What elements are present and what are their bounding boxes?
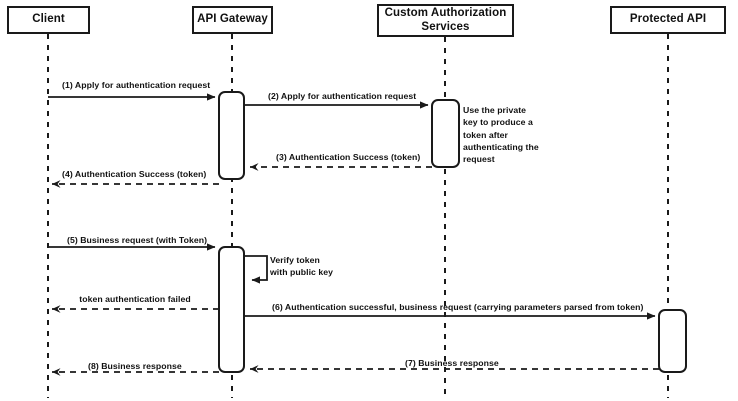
note-private-key: Use the private key to produce a token a…	[463, 105, 539, 165]
participant-box-api-gateway[interactable]: API Gateway	[192, 6, 273, 34]
message-label-2: (2) Apply for authentication request	[268, 91, 417, 101]
activation-auth-token	[431, 99, 460, 168]
message-label-token-auth-failed: token authentication failed	[79, 294, 191, 304]
activation-api-biz	[658, 309, 687, 373]
participant-label-custom-authorization-services: Custom Authorization Services	[384, 6, 507, 33]
participant-label-api-gateway: API Gateway	[197, 13, 268, 26]
self-message-label-verify-token: Verify token with public key	[270, 255, 334, 278]
participant-label-client: Client	[32, 13, 65, 26]
message-label-8: (8) Business response	[88, 361, 182, 371]
lifeline-dashes	[47, 34, 669, 398]
activation-gateway-auth	[218, 91, 245, 180]
message-label-1: (1) Apply for authentication request	[62, 80, 211, 90]
message-label-6: (6) Authentication successful, business …	[272, 302, 644, 312]
message-label-7: (7) Business response	[405, 358, 499, 368]
message-label-3: (3) Authentication Success (token)	[276, 152, 421, 162]
activation-gateway-biz	[218, 246, 245, 373]
participant-box-client[interactable]: Client	[7, 6, 90, 34]
self-message-verify-token	[244, 255, 268, 284]
message-label-4: (4) Authentication Success (token)	[62, 169, 207, 179]
participant-box-protected-api[interactable]: Protected API	[610, 6, 726, 34]
participant-label-protected-api: Protected API	[629, 13, 707, 26]
participant-box-custom-authorization-services[interactable]: Custom Authorization Services	[377, 4, 514, 37]
activation-bars	[218, 91, 687, 373]
message-label-5: (5) Business request (with Token)	[67, 235, 208, 245]
